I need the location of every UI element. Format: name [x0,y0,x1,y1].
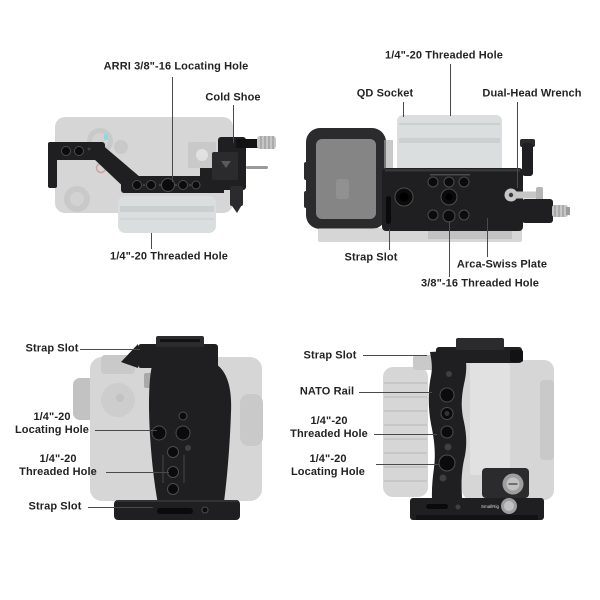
leader-strap-slot-cage-side [363,355,427,356]
leader-nato-rail [359,392,432,393]
cage-grip-product [114,336,240,520]
label-qd-socket: QD Socket [356,87,414,100]
cage-side-product: SmallRig [410,338,544,520]
smallrig-logo: SmallRig [481,504,500,509]
leader-quarter20-threaded-top-right [450,64,451,116]
leader-arca-swiss-plate [487,218,488,257]
label-line-2: Threaded Hole [290,428,368,440]
leader-threaded-hole-cage-side [374,434,437,435]
label-quarter20-locating-grip: 1/4"-20 Locating Hole [15,411,89,437]
faded-camera-cage-side [383,355,554,500]
dual-head-wrench-tool [511,191,540,199]
label-quarter20-locating-cage-side: 1/4"-20 Locating Hole [291,453,365,479]
top-plate-product [48,136,276,213]
label-quarter20-threaded-cage-side: 1/4"-20 Threaded Hole [290,415,368,441]
label-cold-shoe: Cold Shoe [205,91,261,104]
leader-three-eighth-threaded [449,221,450,277]
label-strap-slot-grip-bottom: Strap Slot [28,500,82,513]
label-quarter20-threaded-top-right: 1/4"-20 Threaded Hole [385,49,503,62]
label-three-eighth-threaded: 3/8"-16 Threaded Hole [421,277,539,290]
leader-strap-slot-grip-bottom [88,507,153,508]
leader-arri-locating-hole [172,77,173,182]
camera-lens-bottom-view [397,115,502,172]
view-cage-side-illustration: SmallRig [383,338,554,520]
label-arca-swiss-plate: Arca-Swiss Plate [456,258,548,271]
leader-locating-hole-grip [95,430,157,431]
label-strap-slot-bottom-view: Strap Slot [344,251,398,264]
leader-locating-hole-cage-side [376,464,439,465]
label-line-2: Threaded Hole [19,466,97,478]
leader-strap-slot-grip-top [80,349,140,350]
label-quarter20-threaded-grip: 1/4"-20 Threaded Hole [19,453,97,479]
view-top-plate-illustration [48,117,276,233]
label-line-2: Locating Hole [14,424,90,436]
label-arri-locating-hole: ARRI 3/8"-16 Locating Hole [103,60,249,73]
leader-cold-shoe [233,105,234,143]
label-line-2: Locating Hole [290,466,366,478]
leader-dual-head-wrench [517,102,518,188]
label-line-1: 1/4"-20 [310,415,348,427]
quarter20-locating-hole-side [438,454,456,472]
label-nato-rail: NATO Rail [299,385,355,398]
strap-slot-bottom-cutout [157,508,193,514]
faded-camera-bottom-view [316,115,522,242]
quarter20-threaded-hole [167,466,179,478]
view-base-plate-illustration [304,115,570,242]
camera-lens-side-view [383,367,428,497]
label-line-1: 1/4"-20 [33,411,71,423]
label-quarter20-threaded-top-left: 1/4"-20 Threaded Hole [110,250,228,263]
leader-strap-slot-bottom-view [389,229,390,250]
leader-threaded-hole-grip [106,472,169,473]
arri-locating-hole [161,178,175,192]
camera-lens-top-view [118,196,216,233]
base-plate-product [382,139,570,231]
quarter20-locating-hole [151,425,167,441]
label-strap-slot-cage-side: Strap Slot [303,349,357,362]
view-grip-side-illustration [73,336,263,520]
label-line-1: 1/4"-20 [39,453,77,465]
label-strap-slot-grip-top: Strap Slot [25,342,79,355]
leader-qd-socket [403,102,404,117]
camera-dial-accent [104,134,108,140]
cold-shoe-pin [257,136,276,149]
label-dual-head-wrench: Dual-Head Wrench [482,87,582,100]
leader-quarter20-threaded-top-left [151,233,152,249]
strap-slot-cutout [386,196,391,224]
label-line-1: 1/4"-20 [309,453,347,465]
